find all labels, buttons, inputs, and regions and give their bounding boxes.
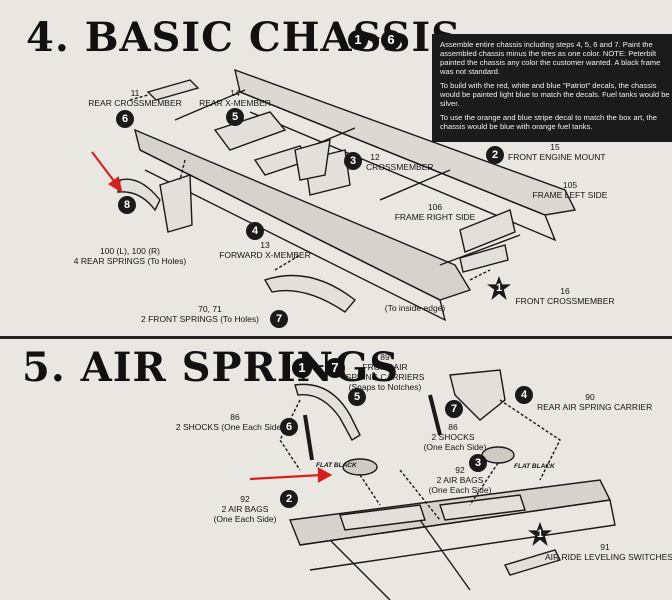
part-number: 92 bbox=[240, 494, 250, 504]
part-number: 70, 71 bbox=[198, 304, 222, 314]
step-range-dash: – bbox=[370, 27, 381, 47]
step-marker: 5 bbox=[226, 108, 244, 126]
step-marker: 4 bbox=[515, 386, 533, 404]
part-number: 106 bbox=[427, 202, 443, 212]
part-label: FRONT ENGINE MOUNT bbox=[508, 152, 606, 162]
part-label: FRAME RIGHT SIDE bbox=[394, 212, 476, 222]
step-range-end: 7 bbox=[325, 358, 345, 378]
part-label: AIR RIDE LEVELING SWITCHES bbox=[545, 552, 672, 562]
part-number: 90 bbox=[585, 392, 595, 402]
step-marker: 2 bbox=[486, 146, 504, 164]
painting-notes-box: Assemble entire chassis including steps … bbox=[432, 34, 672, 142]
step-range-start: 1 bbox=[292, 358, 312, 378]
step-marker: 4 bbox=[246, 222, 264, 240]
part-label: 2 SHOCKS (One Each Side) bbox=[175, 422, 285, 432]
part-note: (To inside edge) bbox=[384, 303, 446, 313]
step-marker: 5 bbox=[348, 388, 366, 406]
section-5-name: AIR SPRINGS bbox=[80, 344, 400, 391]
part-label: 2 FRONT SPRINGS (To Holes) bbox=[141, 314, 259, 324]
part-number: 14 bbox=[230, 88, 240, 98]
part-label: 2 AIR BAGS bbox=[221, 504, 269, 514]
step-marker: 6 bbox=[116, 110, 134, 128]
part-note: (One Each Side) bbox=[428, 485, 492, 495]
note-paragraph: Assemble entire chassis including steps … bbox=[440, 40, 661, 76]
part-label: REAR AIR SPRING CARRIER bbox=[537, 402, 653, 412]
part-label: REAR X-MEMBER bbox=[199, 98, 271, 108]
part-label: SPRING CARRIERS bbox=[345, 372, 425, 382]
step-marker: 7 bbox=[270, 310, 288, 328]
part-number: 16 bbox=[560, 286, 570, 296]
note-paragraph: To build with the red, white and blue "P… bbox=[440, 81, 670, 108]
part-number: 91 bbox=[600, 542, 610, 552]
step-range-dash: – bbox=[314, 355, 325, 375]
red-arrow-icon bbox=[249, 467, 333, 483]
part-label: FRAME LEFT SIDE bbox=[532, 190, 608, 200]
red-arrow-icon bbox=[91, 151, 123, 194]
step-marker: 7 bbox=[445, 400, 463, 418]
part-label: FRONT CROSSMEMBER bbox=[515, 296, 615, 306]
part-note: (One Each Side) bbox=[213, 514, 277, 524]
part-number: 86 bbox=[230, 412, 240, 422]
step-marker: 2 bbox=[280, 490, 298, 508]
part-number: 12 bbox=[370, 152, 380, 162]
part-label: 2 SHOCKS bbox=[431, 432, 475, 442]
part-number: 86 bbox=[448, 422, 458, 432]
step-range-start: 1 bbox=[348, 30, 368, 50]
section-5-number: 5. bbox=[22, 344, 66, 391]
section-divider bbox=[0, 336, 672, 339]
part-label: FRONT AIR bbox=[362, 362, 408, 372]
step-marker: 6 bbox=[280, 418, 298, 436]
step-marker: 3 bbox=[344, 152, 362, 170]
part-label: CROSSMEMBER bbox=[366, 162, 434, 172]
note-paragraph: To use the orange and blue stripe decal … bbox=[440, 113, 657, 131]
part-label: REAR CROSSMEMBER bbox=[88, 98, 182, 108]
step-marker: 8 bbox=[118, 196, 136, 214]
part-number: 89 bbox=[380, 352, 390, 362]
part-label: FORWARD X-MEMBER bbox=[219, 250, 311, 260]
part-number: 105 bbox=[562, 180, 578, 190]
step-marker: 3 bbox=[469, 454, 487, 472]
part-number: 15 bbox=[550, 142, 560, 152]
section-4-number: 4. bbox=[26, 14, 70, 61]
part-number: 11 bbox=[130, 88, 140, 98]
part-label: 2 AIR BAGS bbox=[436, 475, 484, 485]
section-5-title: 5. AIR SPRINGS bbox=[22, 344, 399, 391]
paint-note: FLAT BLACK bbox=[514, 463, 555, 470]
step-range-end: 6 bbox=[381, 30, 401, 50]
part-note: (Snaps to Notches) bbox=[348, 382, 422, 392]
part-label: 4 REAR SPRINGS (To Holes) bbox=[73, 256, 187, 266]
part-number: 100 (L), 100 (R) bbox=[100, 246, 160, 256]
part-note: (One Each Side) bbox=[423, 442, 487, 452]
paint-note: FLAT BLACK bbox=[316, 462, 357, 469]
part-number: 13 bbox=[260, 240, 270, 250]
part-number: 92 bbox=[455, 465, 465, 475]
